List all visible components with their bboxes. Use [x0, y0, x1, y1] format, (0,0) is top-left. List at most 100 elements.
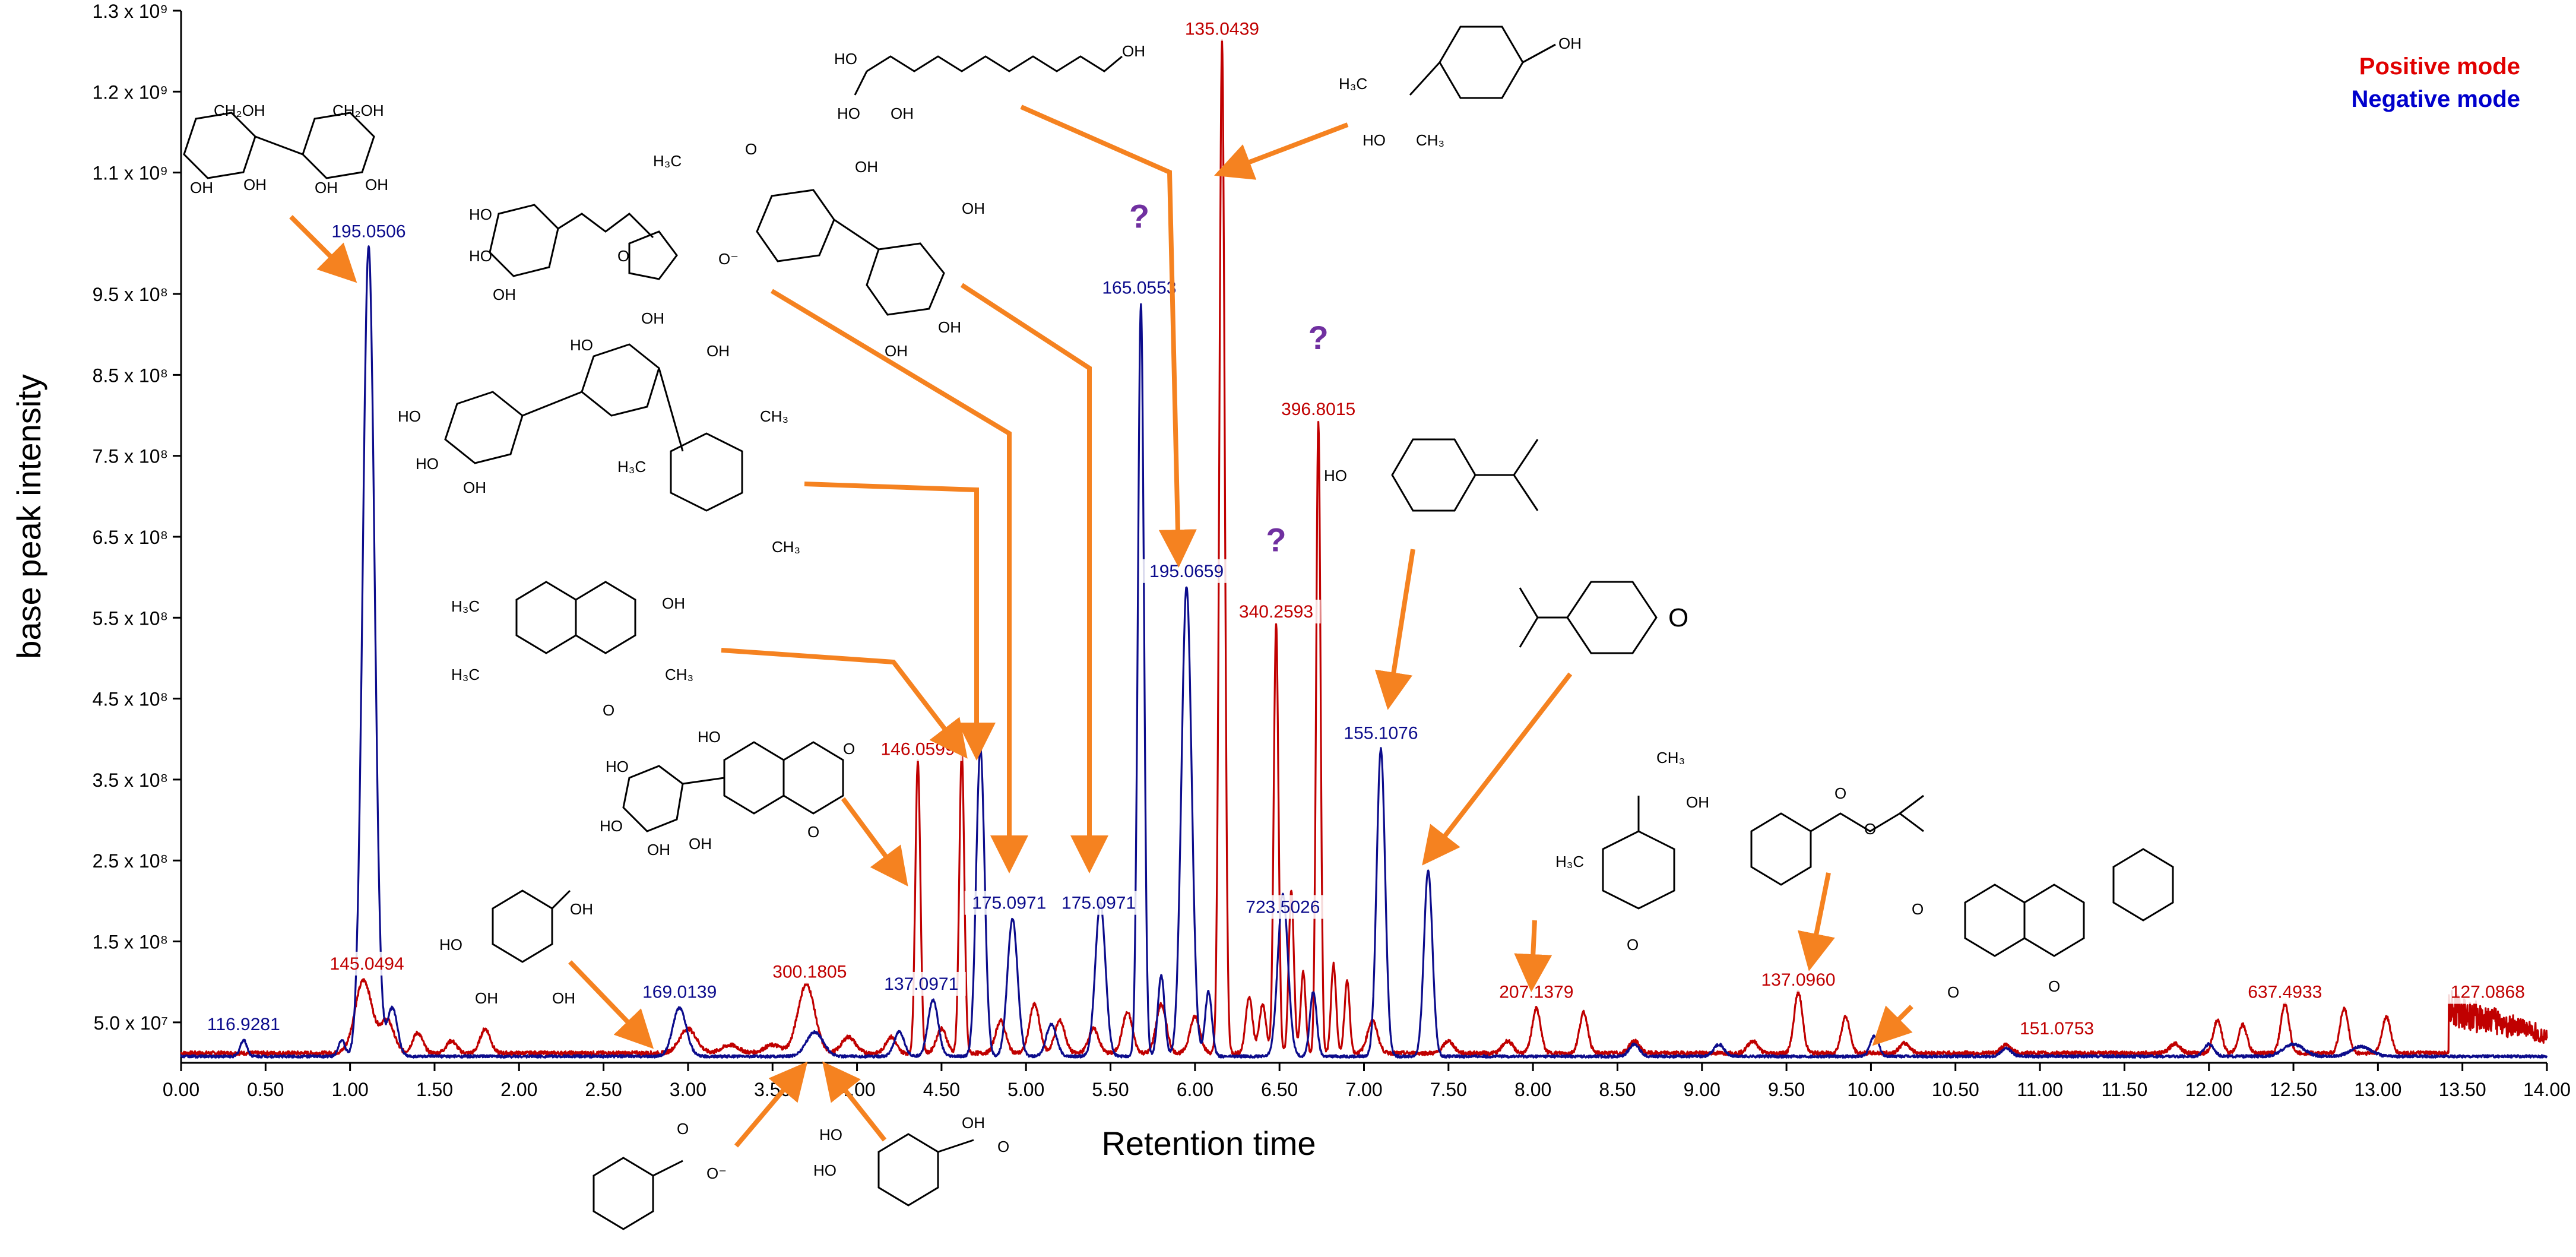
- svg-text:O: O: [745, 140, 757, 158]
- peak-label: 340.2593: [1239, 602, 1313, 622]
- svg-text:OH: OH: [1122, 42, 1145, 60]
- svg-text:HO: HO: [600, 817, 623, 835]
- svg-text:OH: OH: [689, 835, 712, 853]
- svg-text:H₃C: H₃C: [1339, 75, 1367, 93]
- x-tick-label: 11.00: [2017, 1079, 2063, 1100]
- x-tick-label: 12.50: [2270, 1079, 2317, 1100]
- svg-text:OH: OH: [885, 342, 908, 360]
- svg-text:HO: HO: [819, 1126, 842, 1144]
- y-tick-label: 5.0 x 10⁷: [94, 1012, 168, 1034]
- svg-text:H₃C: H₃C: [451, 597, 480, 615]
- svg-text:OH: OH: [463, 479, 486, 496]
- x-tick-label: 2.00: [500, 1079, 537, 1100]
- flavone-glycoside-structure: HO O O HO HO OH OH: [600, 728, 855, 859]
- benzoate-structure: O O⁻: [592, 1120, 727, 1230]
- y-tick-label: 8.5 x 10⁸: [93, 365, 168, 386]
- svg-text:HO: HO: [813, 1161, 837, 1179]
- svg-text:O: O: [1912, 900, 1924, 918]
- peak-label-bg: [322, 951, 412, 976]
- x-tick-label: 8.50: [1599, 1079, 1636, 1100]
- svg-text:OH: OH: [647, 841, 670, 859]
- svg-text:HO: HO: [698, 728, 721, 746]
- isopropylphenol-structure: HO: [1324, 438, 1539, 512]
- annotation-arrow: [841, 797, 908, 886]
- peak-label: 116.9281: [207, 1015, 280, 1034]
- annotation-arrow: [770, 289, 1028, 873]
- annotation-arrow: [1872, 1005, 1913, 1046]
- y-tick-label: 1.2 x 10⁹: [92, 81, 168, 103]
- svg-text:O: O: [603, 701, 614, 719]
- glycoside-structure: H₃C O OH OH OH OH: [653, 140, 985, 360]
- annotation-arrow: [822, 1061, 887, 1142]
- svg-text:O: O: [677, 1120, 689, 1138]
- svg-text:OH: OH: [570, 900, 593, 918]
- disaccharide-structure: CH₂OH CH₂OH OH OH OH OH: [183, 102, 388, 197]
- y-axis-label: base peak intensity: [10, 374, 47, 658]
- y-tick-label: 7.5 x 10⁸: [93, 446, 168, 467]
- svg-text:O: O: [843, 740, 855, 758]
- svg-text:HO: HO: [439, 936, 462, 954]
- peak-label-bg: [1231, 599, 1321, 623]
- peak-label: 137.0960: [1761, 970, 1835, 990]
- x-tick-label: 14.00: [2523, 1079, 2571, 1100]
- annotation-arrows: [289, 105, 1913, 1148]
- annotation-arrow: [568, 960, 654, 1049]
- legend-negative-mode: Negative mode: [2351, 86, 2520, 112]
- x-tick-label: 4.50: [923, 1079, 960, 1100]
- svg-text:CH₃: CH₃: [760, 407, 788, 425]
- peak-label-bg: [1054, 891, 1143, 915]
- unknown-marker: ?: [1308, 319, 1329, 356]
- hydroxy-acid-structure: HO HO OH OH: [834, 42, 1145, 122]
- svg-text:OH: OH: [706, 342, 730, 360]
- peak-label: 207.1379: [1499, 983, 1573, 1002]
- legend-positive-mode: Positive mode: [2359, 53, 2520, 80]
- peak-label: 396.8015: [1281, 400, 1355, 419]
- svg-text:O: O: [2048, 977, 2060, 995]
- peak-label-bg: [324, 219, 413, 243]
- peak-label-bg: [199, 1012, 289, 1037]
- y-tick-label: 1.5 x 10⁸: [93, 932, 168, 953]
- svg-text:CH₃: CH₃: [772, 538, 800, 556]
- peak-label: 637.4933: [2248, 983, 2322, 1002]
- annotation-arrow: [734, 1061, 808, 1148]
- svg-text:HO: HO: [837, 105, 860, 122]
- svg-text:O⁻: O⁻: [718, 250, 739, 268]
- svg-text:OH: OH: [315, 179, 338, 197]
- peak-label-bg: [1094, 276, 1184, 300]
- aryl-alcohol-structure: OH H₃C HO CH₃: [1339, 26, 1582, 149]
- protocatechuic-acid-structure: OH O HO HO: [813, 1114, 1009, 1207]
- x-tick-label: 1.00: [332, 1079, 369, 1100]
- molecule-structures: CH₂OH CH₂OH OH OH OH OH HO HO OH OH OH H…: [183, 26, 2174, 1230]
- peak-label: 135.0439: [1185, 20, 1259, 39]
- x-tick-label: 11.50: [2102, 1079, 2148, 1100]
- y-tick-label: 5.5 x 10⁸: [93, 607, 168, 629]
- peak-label-bg: [1336, 721, 1425, 745]
- peak-label-bg: [876, 971, 966, 996]
- cyclopentanone-glycoside-structure: HO HO OH O O⁻: [469, 204, 739, 303]
- peak-label: 137.0971: [884, 974, 958, 994]
- svg-text:O: O: [807, 823, 819, 841]
- svg-text:OH: OH: [365, 176, 388, 194]
- annotation-arrow: [1514, 920, 1552, 992]
- annotation-arrow: [1422, 672, 1573, 866]
- series-line-negative: [180, 245, 2548, 1059]
- svg-text:CH₂OH: CH₂OH: [332, 102, 384, 119]
- annotation-arrow: [721, 648, 968, 759]
- peak-label-bg: [1238, 895, 1327, 919]
- peak-label-bg: [2012, 1016, 2102, 1040]
- svg-text:H₃C: H₃C: [617, 458, 646, 476]
- series-line-positive: [180, 39, 2548, 1056]
- svg-text:OH: OH: [552, 989, 575, 1007]
- peak-label: 175.0971: [1062, 894, 1136, 913]
- peak-label: 175.0971: [972, 894, 1046, 913]
- svg-text:OH: OH: [662, 594, 685, 612]
- svg-text:CH₃: CH₃: [1656, 749, 1685, 767]
- peak-label: 169.0139: [642, 983, 717, 1002]
- svg-text:CH₃: CH₃: [665, 666, 693, 683]
- isopropyl-benzoate-structure: O O: [1750, 784, 1924, 886]
- annotation-arrow: [1374, 549, 1415, 710]
- peak-label-bg: [2240, 980, 2330, 1004]
- svg-text:OH: OH: [243, 176, 267, 194]
- x-tick-label: 5.00: [1007, 1079, 1044, 1100]
